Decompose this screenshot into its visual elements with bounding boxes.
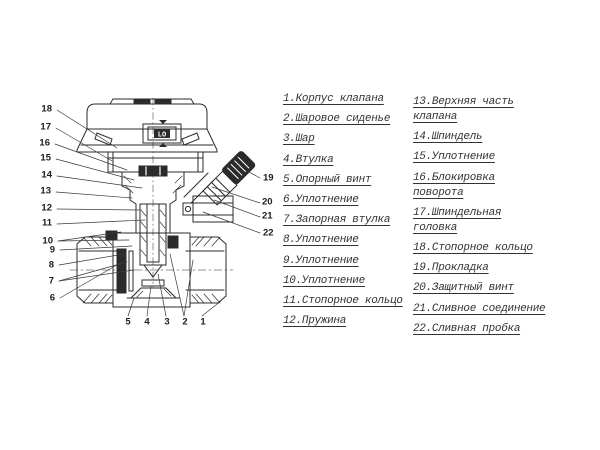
callout-16: 16: [39, 137, 50, 149]
callout-10: 10: [42, 235, 53, 247]
part-item-22: 22.Сливная пробка: [413, 322, 521, 335]
part-item-21: 21.Сливное соединение: [413, 302, 546, 315]
part-item-12: 12.Пружина: [283, 315, 347, 328]
part-item-13: 13.Верхняя часть клапана: [413, 96, 514, 123]
part-item-7: 7.Запорная втулка: [283, 214, 391, 227]
callout-15: 15: [40, 152, 51, 164]
valve-body: [69, 230, 234, 308]
callout-13: 13: [40, 185, 51, 197]
dial-value: LO: [158, 132, 166, 140]
part-item-11: 11.Стопорное кольцо: [283, 294, 403, 307]
drain-connection: [182, 151, 256, 223]
part-item-19: 19.Прокладка: [413, 262, 489, 275]
drain-knurled-cap: [222, 151, 256, 185]
callout-22: 22: [263, 227, 274, 239]
part-item-16: 16.Блокировка поворота: [413, 171, 495, 199]
part-item-8: 8.Уплотнение: [283, 234, 359, 247]
part-item-20: 20.Защитный винт: [413, 282, 514, 295]
callout-2: 2: [182, 316, 188, 328]
callout-8: 8: [48, 259, 54, 271]
part-item-3: 3.Шар: [283, 133, 315, 146]
part-item-9: 9.Уплотнение: [283, 254, 359, 267]
part-item-4: 4.Втулка: [283, 153, 334, 166]
callout-14: 14: [41, 169, 52, 181]
callout-17: 17: [40, 121, 51, 133]
callout-7: 7: [48, 275, 54, 287]
callout-11: 11: [41, 217, 52, 229]
bonnet-spindle: [121, 97, 185, 288]
callout-5: 5: [125, 316, 131, 328]
callout-19: 19: [263, 172, 274, 184]
callout-4: 4: [144, 316, 150, 328]
part-item-14: 14.Шпиндель: [413, 131, 483, 144]
part-item-1: 1.Корпус клапана: [283, 93, 384, 105]
callout-6: 6: [49, 292, 55, 304]
part-item-18: 18.Стопорное кольцо: [413, 241, 533, 254]
parts-list-left: 1.Корпус клапана 2.Шаровое сиденье 3.Шар…: [283, 93, 413, 335]
part-item-6: 6.Уплотнение: [283, 193, 359, 206]
knob-outline: [76, 98, 218, 153]
parts-list-right: 13.Верхняя часть клапана 14.Шпиндель 15.…: [413, 95, 591, 342]
callout-21: 21: [262, 210, 273, 222]
callout-3: 3: [164, 316, 170, 328]
part-item-10: 10.Уплотнение: [283, 274, 365, 287]
callout-20: 20: [262, 196, 273, 208]
callout-1: 1: [200, 316, 206, 328]
part-item-17: 17.Шпиндельная головка: [413, 206, 502, 234]
callout-18: 18: [41, 103, 52, 115]
part-item-15: 15.Уплотнение: [413, 151, 495, 164]
callout-9: 9: [49, 244, 55, 256]
setting-window: LO: [142, 120, 182, 147]
leader-lines: [54, 109, 261, 317]
part-item-2: 2.Шаровое сиденье: [283, 113, 391, 126]
callout-12: 12: [41, 202, 52, 214]
part-item-5: 5.Опорный винт: [283, 173, 372, 186]
